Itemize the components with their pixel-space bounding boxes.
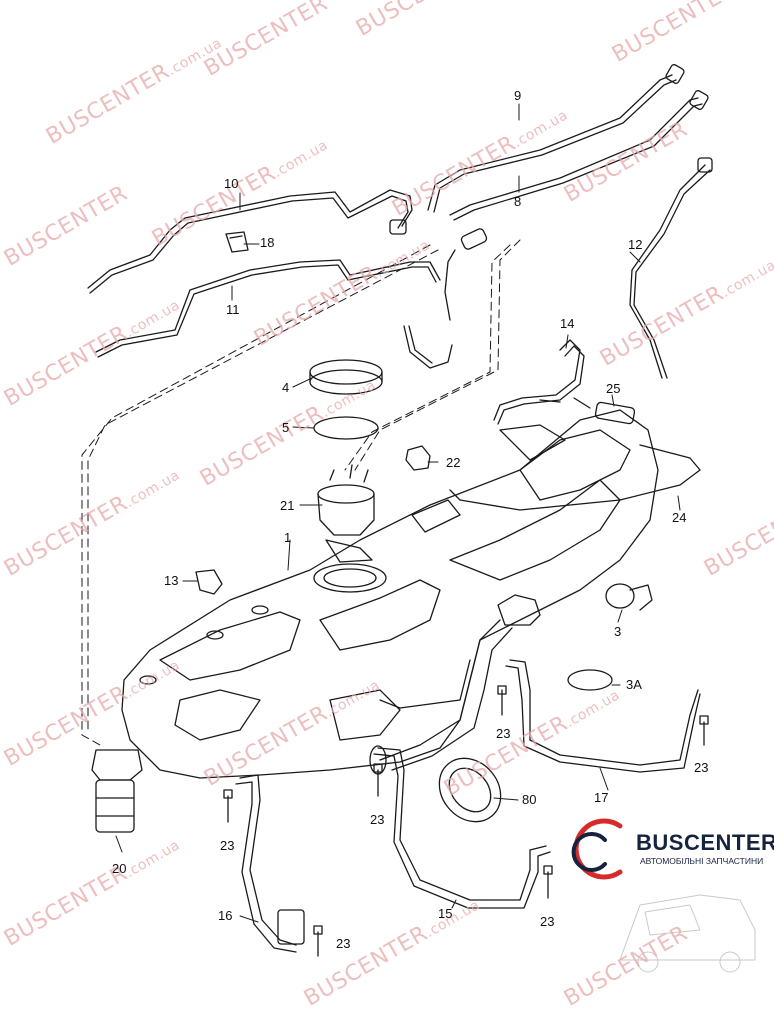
- fuel-sender-unit: [317, 464, 375, 563]
- callout-9: 9: [514, 88, 522, 103]
- locking-ring: [309, 359, 383, 395]
- fuel-line-11: [95, 259, 453, 369]
- van-silhouette: [619, 894, 756, 973]
- callout-23: 23: [370, 812, 385, 827]
- callout-23: 23: [496, 726, 511, 741]
- clip-22: [405, 445, 431, 471]
- callout-23: 23: [694, 760, 709, 775]
- fuel-line-8: [444, 90, 709, 321]
- fuel-line-12: [629, 157, 713, 379]
- callout-4: 4: [282, 380, 290, 395]
- fuel-cap: [605, 583, 653, 611]
- callout-3: 3: [614, 624, 622, 639]
- bolts-23: [223, 685, 709, 957]
- callout-leaders: [115, 103, 681, 923]
- filler-neck: [369, 594, 541, 775]
- clip-13: [195, 569, 223, 595]
- callout-21: 21: [280, 498, 295, 513]
- logo-subtitle: АВТОМОБІЛЬНІ ЗАПЧАСТИНИ: [640, 856, 764, 866]
- callout-13: 13: [164, 573, 179, 588]
- leader-dashed-lines: [81, 239, 521, 746]
- hose-clamp: [567, 669, 613, 691]
- callout-5: 5: [282, 420, 290, 435]
- callout-3a: 3A: [626, 677, 642, 692]
- callout-25: 25: [606, 381, 621, 396]
- buscenter-logo-mark: [571, 818, 623, 880]
- callout-23: 23: [220, 838, 235, 853]
- callout-80: 80: [522, 792, 537, 807]
- callout-10: 10: [224, 176, 239, 191]
- fuel-line-10: [87, 189, 413, 294]
- callout-22: 22: [446, 455, 461, 470]
- fuel-filter: [91, 749, 143, 833]
- callout-16: 16: [218, 908, 233, 923]
- clip-18: [225, 231, 249, 253]
- callout-15: 15: [438, 906, 453, 921]
- callout-20: 20: [112, 861, 127, 876]
- callout-1: 1: [284, 530, 292, 545]
- vent-pipe: [449, 444, 701, 511]
- strap-15: [373, 747, 551, 909]
- callout-23: 23: [540, 914, 555, 929]
- callout-8: 8: [514, 194, 522, 209]
- callout-18: 18: [260, 235, 275, 250]
- logo-title: BUSCENTER: [636, 830, 774, 855]
- fuel-tank: [121, 409, 659, 779]
- callout-24: 24: [672, 510, 687, 525]
- callout-11: 11: [226, 302, 240, 317]
- callout-23: 23: [336, 936, 351, 951]
- callout-14: 14: [560, 316, 575, 331]
- strap-16: [235, 774, 305, 953]
- callout-12: 12: [628, 237, 643, 252]
- fuel-line-9: [427, 64, 685, 213]
- callout-17: 17: [594, 790, 609, 805]
- strap-17: [505, 659, 701, 773]
- cover-plate: [438, 757, 502, 823]
- breather-hose: [493, 339, 636, 425]
